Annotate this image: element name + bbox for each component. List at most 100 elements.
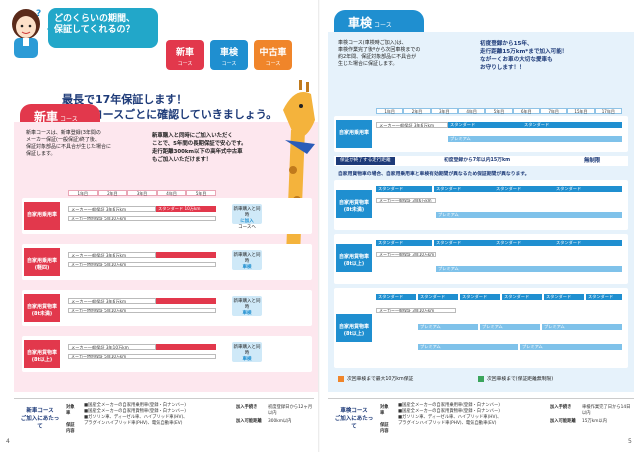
cta-line: 新車購入と同時 <box>233 299 261 310</box>
year-cell: 17年目 <box>594 108 622 114</box>
standard-bar <box>156 344 216 350</box>
woman-character-icon: ? <box>12 9 41 58</box>
plan-row-passenger: 自家用乗用車 メーカー一般保証 3年6万km スタンダード 10万km メーカー… <box>22 198 312 234</box>
standard-bar-extended: スタンダード <box>522 122 622 128</box>
new-car-description: 新車コースは、新車登録(3年間の メーカー保証(一般保証)終了後、 保証対象部品… <box>26 130 141 158</box>
premium-bar: プレミアム <box>436 212 622 218</box>
course-cta-box[interactable]: 新車購入と同時 車検 <box>232 342 262 362</box>
year-cell: 4年目 <box>457 108 486 114</box>
plan-label: 自家用乗用車 <box>336 120 372 148</box>
truck-subheading: 自家用貨物車の場合、自家用乗用車と車検有効期間が異なるため保証期間が異なります。 <box>338 172 530 177</box>
premium-bar: プレミアム <box>448 136 622 142</box>
year-cell: 1年目 <box>68 190 98 196</box>
year-cell: 7年目 <box>539 108 568 114</box>
footer-title-line: ご加入にあたって <box>334 416 374 430</box>
course-cta-box[interactable]: 新車購入と同時 車検 <box>232 296 262 316</box>
standard-bar <box>156 298 216 304</box>
cta-line: 新車購入と同時 <box>233 345 261 356</box>
legend-swatch-limited <box>338 376 344 382</box>
inspection-description: 車検コース(車検時ご加入)は、 車検作業完了後ºから次回車検までの 約2年間、保… <box>338 40 468 68</box>
plan-row-kei: 自家用乗用車 (軽四) メーカー一般保証 3年6万km メーカー特別保証 5年1… <box>22 244 312 280</box>
course-label: 車検 <box>219 48 238 58</box>
footer-title-line: 新車コース <box>26 408 54 414</box>
footer-line: プラグインハイブリッド車(PHV)、電気自動車(EV) <box>84 421 183 426</box>
premium-bar: プレミアム <box>418 324 478 330</box>
plan-label: 自家用乗用車 <box>24 202 60 230</box>
standard-bar-5: スタンダード <box>544 294 584 300</box>
plan-label: 自家用乗用車 (軽四) <box>24 248 60 276</box>
premium-bar-5: プレミアム <box>520 344 622 350</box>
desc-line: 車検作業完了後ºから次回車検までの <box>338 47 421 53</box>
footer-title: 車検コース ご加入にあたって <box>334 407 374 431</box>
premium-bar-3: プレミアム <box>542 324 622 330</box>
standard-bar-3: スタンダード <box>494 186 554 192</box>
course-button-new-car[interactable]: 新車 コース <box>166 40 204 70</box>
footer-join-label: 加入手続き <box>236 405 258 410</box>
cta-line: コースへ <box>238 225 256 230</box>
svg-text:?: ? <box>36 9 41 19</box>
desc-line: ながーくお車の大切な愛車も <box>480 57 553 63</box>
standard-bar-2: スタンダード <box>434 240 494 246</box>
standard-bar-4: スタンダード <box>554 240 622 246</box>
maker-special-bar: メーカー特別保証 5年10万km <box>68 216 216 221</box>
page-number: 4 <box>6 438 10 445</box>
footer-title: 新車コース ご加入にあたって <box>20 407 60 431</box>
premium-bar: プレミアム <box>436 266 622 272</box>
plan-label: 自家用貨物車 (8t未満) <box>24 294 60 322</box>
year-cell: 3年目 <box>430 108 458 114</box>
footer-line: ■国産全メーカーの自家用乗用車(登録・白ナンバー) <box>84 403 186 408</box>
maker-special-bar: メーカー特別保証 5年10万km <box>68 262 216 267</box>
mileage-badge: 無制限 <box>584 158 601 164</box>
standard-bar: スタンダード <box>376 294 416 300</box>
inspection-footer: 車検コース ご加入にあたって 対象車 保証内容 ■国産全メーカーの自家用乗用車(… <box>328 398 634 436</box>
course-cta-box[interactable]: 新車購入と同時 に加入 コースへ <box>232 204 262 230</box>
legend-label-unlimited: 次回車検まで(保証距離無制限) <box>487 377 554 382</box>
desc-line: 新車コースは、新車登録(3年間の <box>26 130 101 136</box>
legend-swatch-unlimited <box>478 376 484 382</box>
cta-line: 新車購入と同時 <box>233 207 261 218</box>
footer-col-content: 保証内容 <box>66 423 75 434</box>
course-button-inspection[interactable]: 車検 コース <box>210 40 248 70</box>
maker-general-bar: メーカー一般保証 3年6万km <box>376 122 448 128</box>
desc-line: 車検コース(車検時ご加入)は、 <box>338 40 407 46</box>
maker-special-bar: メーカー特別保証 5年10万km <box>68 354 216 359</box>
inspection-row-truck-2: 自家用貨物車 (8t以上) スタンダード スタンダード スタンダード スタンダー… <box>334 234 628 284</box>
legend: 次回車検まで最大10万km保証 次回車検まで(保証距離無制限) <box>338 374 628 384</box>
course-cta-box[interactable]: 新車購入と同時 車検 <box>232 250 262 270</box>
desc-line: 保証対象部品に不具合が生じた場合に <box>26 144 112 150</box>
footer-line: ■ガソリン車、ディーゼル車、ハイブリッド車(HV)、 <box>84 415 188 420</box>
section-title: 車検 <box>348 16 373 30</box>
course-sub: コース <box>221 61 237 67</box>
desc-line: 生じた場合に保証します。 <box>338 61 398 67</box>
standard-bar-4: スタンダード <box>502 294 542 300</box>
desc-line: 保証します。 <box>26 151 56 157</box>
maker-general-bar: メーカー一般保証 3年6万km <box>376 198 436 203</box>
maker-general-bar: メーカー一般保証 3年10万km <box>376 308 456 313</box>
bubble-line-1: どのくらいの期間、 <box>54 14 136 24</box>
question-bubble: どのくらいの期間、 保証してくれるの？ <box>47 8 158 48</box>
premium-bar-4: プレミアム <box>418 344 518 350</box>
footer-col-content: 保証内容 <box>380 423 389 434</box>
page-number: 5 <box>628 438 632 445</box>
plan-row-truck-over-8t: 自家用貨物車 (8t以上) メーカー一般保証 3年10万km メーカー特別保証 … <box>22 336 312 372</box>
mileage-note: 保証が終了する走行距離 <box>336 157 395 165</box>
maker-general-bar: メーカー一般保証 3年10万km <box>376 252 436 257</box>
plan-row-truck-under-8t: 自家用貨物車 (8t未満) メーカー一般保証 3年6万km メーカー特別保証 5… <box>22 290 312 326</box>
maker-special-bar: メーカー特別保証 5年10万km <box>68 308 216 313</box>
desc-line: 走行距離15万km*まで加入可能！ <box>480 49 568 55</box>
year-cell: 4年目 <box>156 190 187 196</box>
course-button-used-car[interactable]: 中古車 コース <box>254 40 292 70</box>
year-cell: 2年目 <box>97 190 128 196</box>
section-sub: コース <box>60 116 78 123</box>
desc-line: 約2年間、保証対象部品に不具合が <box>338 54 417 60</box>
footer-line: ■国産全メーカーの自家用貨物車(登録・白ナンバー) <box>84 409 186 414</box>
desc-line: 初度登録から15年、 <box>480 41 533 47</box>
standard-bar: スタンダード 10万km <box>156 206 216 212</box>
right-page: 車検コース 車検コース(車検時ご加入)は、 車検作業完了後ºから次回車検までの … <box>320 0 640 452</box>
year-axis: 1年目 2年目 3年目 4年目 5年目 <box>68 190 216 196</box>
footer-col-target: 対象車 <box>380 405 389 416</box>
premium-bar-2: プレミアム <box>480 324 540 330</box>
footer-line: プラグインハイブリッド車(PHV)、電気自動車(EV) <box>398 421 497 426</box>
plan-label: 自家用貨物車 (8t以上) <box>24 340 60 368</box>
course-label: 新車 <box>175 48 194 58</box>
